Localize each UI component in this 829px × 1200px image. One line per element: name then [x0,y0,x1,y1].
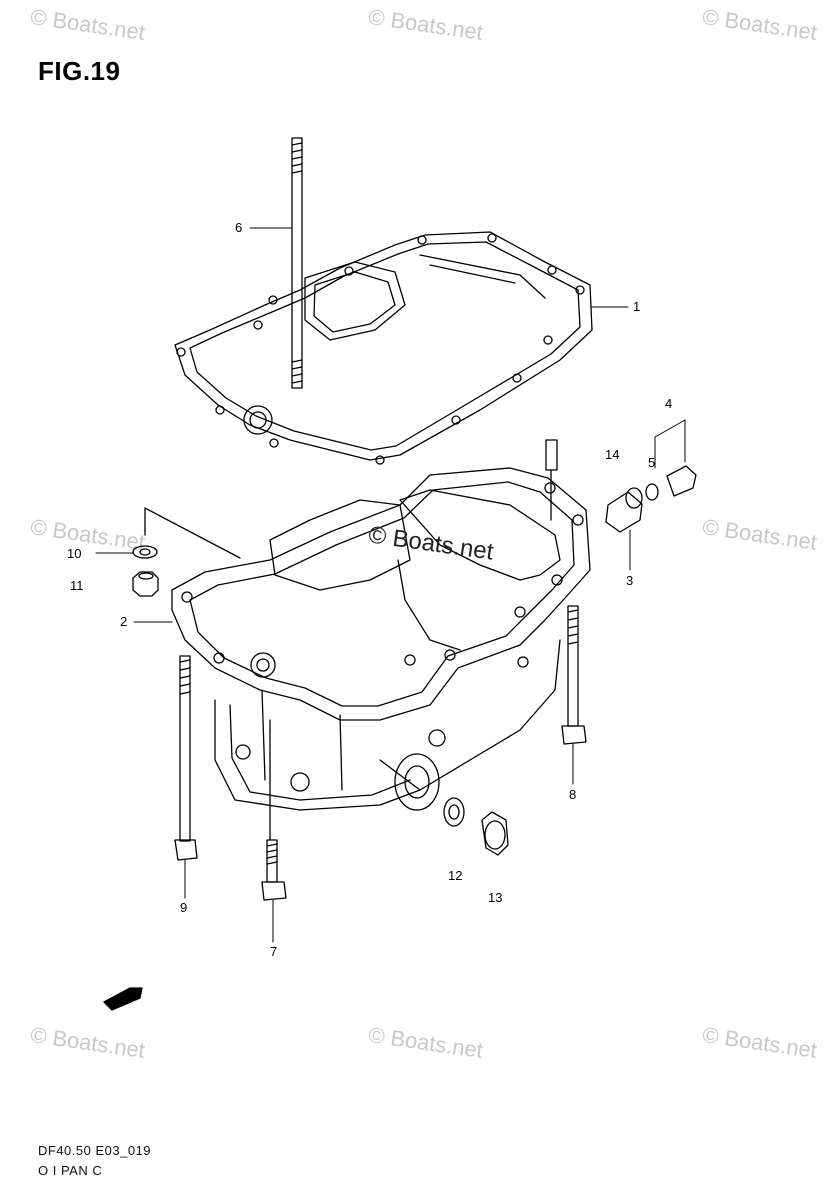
bolt-8 [562,606,586,744]
long-stud [292,138,302,388]
callout-9: 9 [180,900,188,915]
callout-13: 13 [488,890,503,905]
callout-1: 1 [633,299,641,314]
bolt-7 [262,720,286,900]
o-ring-5 [646,484,658,500]
drain-washer [444,798,464,826]
callout-5: 5 [648,455,656,470]
oil-pan-body [145,468,590,810]
callout-3: 3 [626,573,634,588]
oil-pan-gasket [175,232,592,464]
leader-lines [96,228,685,942]
callout-10: 10 [67,546,82,561]
bolt-9 [175,656,197,860]
callout-6: 6 [235,220,243,235]
sensor-3 [606,488,642,532]
callout-11: 11 [70,578,84,593]
callout-2: 2 [120,614,128,629]
callout-14: 14 [605,447,620,462]
callout-12: 12 [448,868,463,883]
front-arrow-icon [104,988,142,1010]
callout-4: 4 [665,396,673,411]
figure-code: DF40.50 E03_019 [38,1143,152,1158]
nut-11 [133,572,158,596]
figure-caption: O I PAN C [38,1163,103,1178]
washer-10 [133,546,157,558]
dowel-pin [546,440,557,520]
drain-plug [482,812,508,855]
callout-7: 7 [270,944,278,959]
plug-4 [667,466,696,496]
callout-8: 8 [569,787,577,802]
figure-title: FIG.19 [38,56,121,86]
